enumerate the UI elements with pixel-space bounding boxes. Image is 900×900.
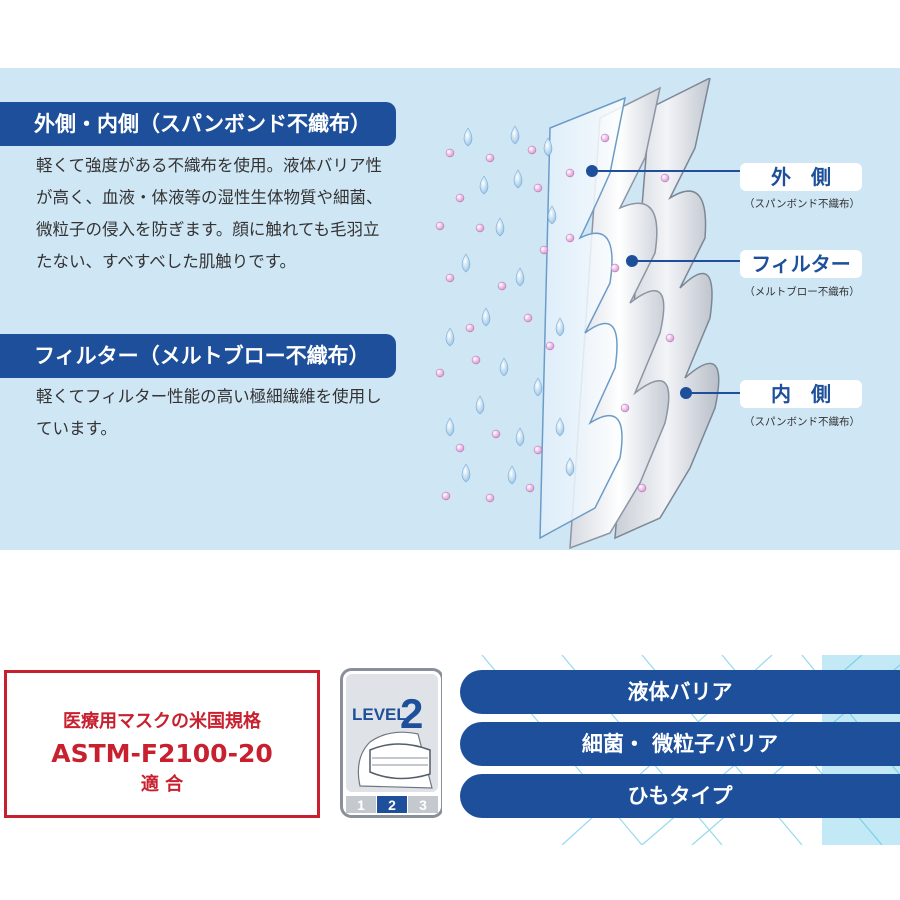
filter-layer-sublabel: （メルトブロー不織布） [744,286,860,298]
feature-bacteria-particle-barrier: 細菌・ 微粒子バリア [460,722,900,766]
filter-layer-heading: フィルター（メルトブロー不織布） [0,334,396,378]
mask-face-icon [357,731,433,789]
outer-layer-heading: 外側・内側（スパンボンド不織布） [0,102,396,146]
level-scale-3: 3 [419,797,427,813]
standard-code: ASTM-F2100-20 [51,739,273,768]
standard-compliance: 適 合 [140,774,184,795]
inner-layer-label: 内 側 [740,380,862,408]
outer-layer-label: 外 側 [740,163,862,191]
filter-layer-label: フィルター [740,250,862,278]
astm-standard-badge: 医療用マスクの米国規格 ASTM-F2100-20 適 合 [4,670,320,818]
outer-layer-description: 軽くて強度がある不織布を使用。液体バリア性が高く、血液・体液等の湿性生体物質や細… [36,156,383,271]
feature-liquid-barrier: 液体バリア [460,670,900,714]
mask-layer-illustration [435,78,740,550]
level-scale-1: 1 [357,797,365,813]
fine-particles [435,133,675,503]
inner-layer-sublabel: （スパンボンド不織布） [743,416,861,428]
mask-structure-panel: 外側・内側（スパンボンド不織布） 軽くて強度がある不織布を使用。液体バリア性が高… [0,68,900,550]
standard-description: 医療用マスクの米国規格 [63,711,261,732]
level-scale-2: 2 [388,797,396,813]
level-number: 2 [400,690,423,737]
liquid-droplets [445,125,575,485]
leader-lines [586,165,740,399]
level-word: LEVEL [352,705,407,724]
feature-ear-loop-type: ひもタイプ [460,774,900,818]
filter-layer-description: 軽くてフィルター性能の高い極細繊維を使用しています。 [36,387,382,438]
outer-layer-sublabel: （スパンボンド不織布） [743,198,861,210]
level-badge: LEVEL 2 1 2 3 [340,668,444,818]
